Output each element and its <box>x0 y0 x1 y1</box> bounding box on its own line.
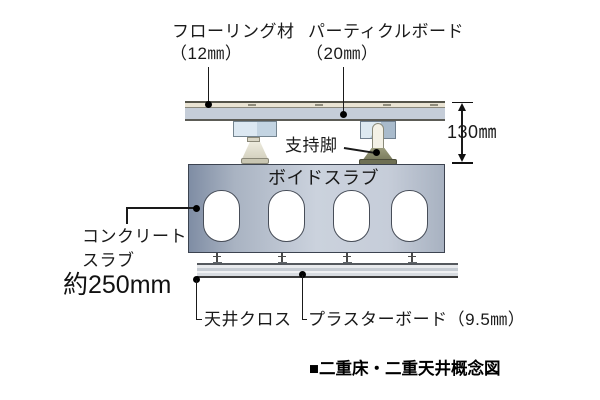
ceiling-hanger-fitting <box>408 255 416 257</box>
ceiling-channel-light <box>197 264 458 268</box>
support-leg-right <box>359 121 397 165</box>
leg-bolt-rod <box>371 123 384 150</box>
ceiling-hanger-bolt <box>411 253 413 264</box>
ceiling-cloth-leader-dot <box>192 276 200 283</box>
ceiling-cloth-leader-v <box>195 280 197 320</box>
ceiling-channel-top-line <box>197 263 458 265</box>
slab-void-hole <box>391 190 428 242</box>
flooring-leader-dot <box>204 101 212 108</box>
plasterboard-leader-h <box>301 318 307 320</box>
concrete-slab-thickness-label: 約250mm <box>63 271 172 299</box>
plasterboard-leader-dot <box>298 271 306 278</box>
ceiling-cloth-label: 天井クロス <box>204 310 292 329</box>
ceiling-hanger-fitting <box>213 255 221 257</box>
dim-arrow-line <box>461 107 463 158</box>
particle-board-leader-line <box>342 67 344 114</box>
particle-board-layer <box>185 108 445 121</box>
ceiling-hanger-bolt <box>216 253 218 264</box>
ceiling-hanger-bolt <box>346 253 348 264</box>
ceiling-hanger-fitting <box>343 255 351 257</box>
flooring-seam <box>383 104 391 106</box>
ceiling-assembly <box>197 263 458 278</box>
dim-tick-bottom <box>452 162 473 164</box>
leg-neck <box>247 137 260 142</box>
slab-void-hole <box>268 190 305 242</box>
ceiling-hanger-bolt <box>281 253 283 264</box>
diagram-caption: ■二重床・二重天井概念図 <box>309 360 501 378</box>
leg-foot-base <box>241 158 269 164</box>
dim-tick-top <box>452 101 473 103</box>
concrete-leader-h <box>126 207 196 209</box>
dim-arrowhead-up-icon <box>457 103 466 111</box>
void-slab-label: ボイドスラブ <box>268 168 379 188</box>
support-leg-label: 支持脚 <box>285 136 338 155</box>
leg-receiver-box <box>233 121 277 137</box>
support-leg-leader-dot <box>372 149 380 156</box>
ceiling-cloth-line <box>197 276 458 278</box>
flooring-leader-line <box>207 67 209 104</box>
flooring-label: フローリング材 <box>172 22 295 41</box>
flooring-seam <box>430 104 438 106</box>
support-leg-left <box>233 121 277 164</box>
leg-foot-cone <box>242 142 268 159</box>
concrete-slab-label-line2: スラブ <box>82 251 135 270</box>
plasterboard-layer2 <box>197 272 458 276</box>
dim-arrowhead-down-icon <box>457 154 466 162</box>
ceiling-channel-gray <box>197 267 458 271</box>
particle-board-size-label: （20㎜） <box>306 44 379 63</box>
plasterboard-leader-v <box>301 275 303 320</box>
particle-board-label: パーティクルボード <box>308 22 464 41</box>
slab-void-hole <box>333 190 370 242</box>
plasterboard-label: プラスターボード（9.5㎜） <box>308 310 526 329</box>
ceiling-cloth-leader-h <box>195 318 202 320</box>
particle-board-leader-dot <box>339 111 347 118</box>
concrete-leader-dot <box>193 204 200 212</box>
flooring-size-label: （12㎜） <box>170 44 243 63</box>
concrete-slab-label-line1: コンクリート <box>82 227 187 246</box>
ceiling-hanger-fitting <box>278 255 286 257</box>
concrete-leader-v <box>126 207 128 224</box>
flooring-seam <box>315 104 323 106</box>
plasterboard-layer <box>197 271 458 273</box>
slab-void-hole <box>203 190 240 242</box>
dim-130-label: 130㎜ <box>447 122 498 142</box>
flooring-seam <box>248 104 256 106</box>
